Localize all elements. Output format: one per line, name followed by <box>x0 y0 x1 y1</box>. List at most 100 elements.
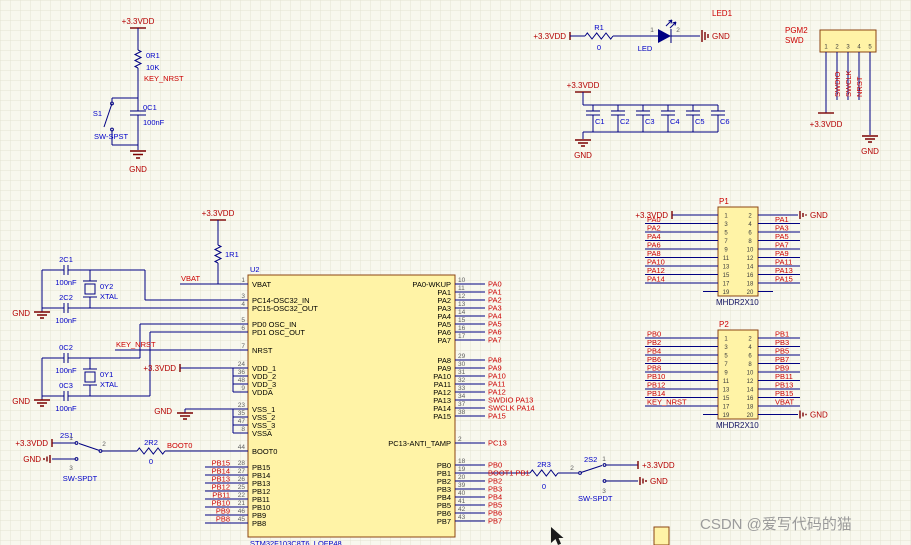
power-label[interactable]: +3.3VDD <box>122 17 155 26</box>
pin-name[interactable]: PB7 <box>437 517 451 526</box>
cap-designator[interactable]: C1 <box>595 117 605 126</box>
pin-number[interactable]: 10 <box>747 371 754 377</box>
net-label[interactable]: PC13 <box>488 439 507 448</box>
net-label[interactable]: PA14 <box>647 275 665 284</box>
pin-number[interactable]: 14 <box>458 309 466 316</box>
gnd-label[interactable]: GND <box>129 165 147 174</box>
designator[interactable]: U2 <box>250 265 260 274</box>
designator[interactable]: 2C1 <box>59 255 73 264</box>
designator[interactable]: S1 <box>93 109 102 118</box>
pin-number[interactable]: 20 <box>458 474 466 481</box>
pin-name[interactable]: VDDA <box>252 388 273 397</box>
pin-number[interactable]: 41 <box>458 498 466 505</box>
pin-name[interactable]: PC13-ANTI_TAMP <box>388 439 451 448</box>
pin-number[interactable]: 3 <box>602 488 606 495</box>
pin-name[interactable]: VSSA <box>252 429 272 438</box>
pin-number[interactable]: 11 <box>723 256 730 262</box>
net-label[interactable]: SWCLK <box>844 70 853 97</box>
cut-component[interactable] <box>654 527 669 545</box>
pin-number[interactable]: 25 <box>238 484 246 491</box>
pin-number[interactable]: 3 <box>241 293 245 300</box>
designator[interactable]: LED1 <box>712 9 733 18</box>
pin-number[interactable]: 28 <box>238 460 246 467</box>
pin-number[interactable]: 35 <box>238 410 246 417</box>
pin-number[interactable]: 19 <box>458 466 466 473</box>
pin-number[interactable]: 31 <box>458 369 466 376</box>
comment[interactable]: XTAL <box>100 380 118 389</box>
net-label[interactable]: VBAT <box>775 398 794 407</box>
pin-number[interactable]: 27 <box>238 468 246 475</box>
pin-number[interactable]: 23 <box>238 402 246 409</box>
pin-number[interactable]: 14 <box>747 388 754 394</box>
comment[interactable]: SWD <box>785 36 804 45</box>
cap-designator[interactable]: C5 <box>695 117 705 126</box>
pin-number[interactable]: 20 <box>747 413 754 419</box>
pin-number[interactable]: 42 <box>458 506 466 513</box>
designator[interactable]: P1 <box>719 197 729 206</box>
comment[interactable]: LED <box>638 44 653 53</box>
pin-number[interactable]: 34 <box>458 393 466 400</box>
net-label[interactable]: BOOT0 <box>167 441 192 450</box>
pin-number[interactable]: 14 <box>747 265 754 271</box>
pin-number[interactable]: 20 <box>747 290 754 296</box>
pin-number[interactable]: 32 <box>458 377 466 384</box>
pin-name[interactable]: NRST <box>252 346 273 355</box>
pin-number[interactable]: 19 <box>723 290 730 296</box>
pin-number[interactable]: 2 <box>570 465 574 472</box>
pin-number[interactable]: 1 <box>602 456 606 463</box>
pin-number[interactable]: 43 <box>458 514 466 521</box>
pin-name[interactable]: PC15-OSC32_OUT <box>252 304 318 313</box>
net-label[interactable]: PB7 <box>488 517 502 526</box>
pin-number[interactable]: 24 <box>238 361 246 368</box>
pin-number[interactable]: 4 <box>241 301 245 308</box>
pin-number[interactable]: 18 <box>458 458 466 465</box>
pin-number[interactable]: 2 <box>458 436 462 443</box>
designator[interactable]: 0C1 <box>143 103 157 112</box>
value[interactable]: 0 <box>597 43 601 52</box>
pin-number[interactable]: 2 <box>676 27 680 34</box>
value[interactable]: 100nF <box>55 404 77 413</box>
designator[interactable]: 0Y2 <box>100 282 113 291</box>
cap-designator[interactable]: C6 <box>720 117 730 126</box>
pin-number[interactable]: 15 <box>458 317 466 324</box>
comment[interactable]: MHDR2X10 <box>716 421 759 430</box>
pin-number[interactable]: 33 <box>458 385 466 392</box>
net-label[interactable]: KEY_NRST <box>116 340 156 349</box>
designator[interactable]: 2R2 <box>144 438 158 447</box>
net-label[interactable]: KEY_NRST <box>144 74 184 83</box>
pin-number[interactable]: 45 <box>238 516 246 523</box>
designator[interactable]: 2C2 <box>59 293 73 302</box>
cap-designator[interactable]: C4 <box>670 117 680 126</box>
net-label[interactable]: PA7 <box>488 336 502 345</box>
value[interactable]: 100nF <box>55 316 77 325</box>
pin-number[interactable]: 26 <box>238 476 246 483</box>
value[interactable]: 100nF <box>55 366 77 375</box>
designator[interactable]: 0C2 <box>59 343 73 352</box>
designator[interactable]: R1 <box>594 23 604 32</box>
pin-number[interactable]: 12 <box>747 379 754 385</box>
pin-number[interactable]: 38 <box>458 409 466 416</box>
pin-number[interactable]: 17 <box>723 282 730 288</box>
power-label[interactable]: +3.3VDD <box>810 120 843 129</box>
pin-number[interactable]: 3 <box>69 465 73 472</box>
pin-number[interactable]: 15 <box>723 273 730 279</box>
pin-number[interactable]: 29 <box>458 353 466 360</box>
pin-number[interactable]: 8 <box>241 426 245 433</box>
pin-number[interactable]: 17 <box>723 405 730 411</box>
net-label[interactable]: PA15 <box>488 412 506 421</box>
pin-number[interactable]: 1 <box>69 435 73 442</box>
pin-number[interactable]: 13 <box>723 388 730 394</box>
pin-number[interactable]: 15 <box>723 396 730 402</box>
power-label[interactable]: +3.3VDD <box>567 81 600 90</box>
net-label[interactable]: NRST <box>855 76 864 97</box>
gnd-label[interactable]: GND <box>650 477 668 486</box>
designator[interactable]: 0C3 <box>59 381 73 390</box>
gnd-label[interactable]: GND <box>23 455 41 464</box>
gnd-label[interactable]: GND <box>861 147 879 156</box>
gnd-label[interactable]: GND <box>12 397 30 406</box>
pin-number[interactable]: 11 <box>723 379 730 385</box>
value[interactable]: 10K <box>146 63 159 72</box>
gnd-label[interactable]: GND <box>12 309 30 318</box>
cap-designator[interactable]: C3 <box>645 117 655 126</box>
pin-number[interactable]: 18 <box>747 405 754 411</box>
